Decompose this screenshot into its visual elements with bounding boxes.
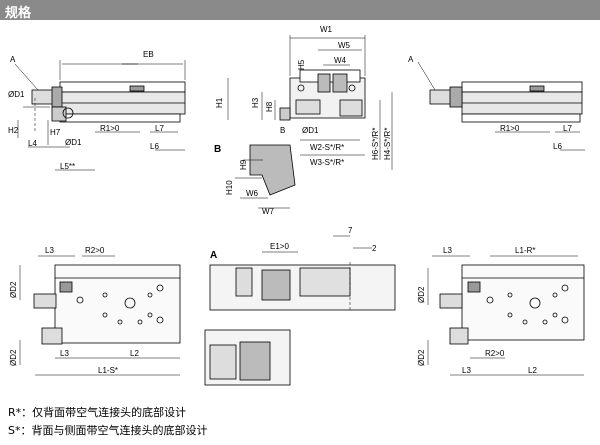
label-a: A	[10, 55, 16, 64]
note-r: R*：仅背面带空气连接头的底部设计	[8, 406, 187, 419]
legend-notes: R*：仅背面带空气连接头的底部设计 S*：背面与侧面带空气连接头的底部设计	[8, 404, 207, 440]
label-w4: W4	[334, 56, 347, 65]
label-od1b: ØD1	[65, 138, 82, 147]
label-l4: L4	[28, 139, 37, 148]
label-w5: W5	[338, 41, 351, 50]
label-h2: H2	[8, 126, 19, 135]
label-h10: H10	[225, 180, 234, 195]
label-r2: R2>0	[85, 246, 105, 255]
label-eb: EB	[143, 50, 154, 59]
label-l1: L1-R*	[515, 246, 535, 255]
label-h8: H8	[265, 101, 274, 112]
label-l1: L1-S*	[98, 366, 118, 375]
side-view-left	[14, 60, 186, 171]
label-h3: H3	[251, 97, 260, 108]
side-view-right	[417, 61, 585, 151]
label-l2: L2	[130, 349, 139, 358]
label-e1: E1>0	[270, 242, 289, 251]
label-l7: L7	[563, 124, 572, 133]
label-w2: W2-S*/R*	[310, 143, 344, 152]
label-l2: L2	[528, 366, 537, 375]
label-2: 2	[372, 244, 377, 253]
label-l3b: L3	[462, 366, 471, 375]
label-w1: W1	[320, 25, 333, 34]
label-r2: R2>0	[485, 349, 505, 358]
label-l3: L3	[45, 246, 54, 255]
label-od1: ØD1	[302, 126, 319, 135]
label-r1: R1>0	[100, 124, 120, 133]
label-od2a: ØD2	[417, 286, 426, 303]
top-view-right	[427, 255, 585, 376]
label-l5: L5**	[60, 162, 75, 171]
label-l3b: L3	[60, 349, 69, 358]
label-l6: L6	[150, 142, 159, 151]
label-a: A	[408, 55, 414, 64]
label-b-detail: B	[214, 144, 221, 155]
label-h6: H6-S*/R*	[371, 128, 380, 160]
top-view-left	[19, 255, 181, 376]
section-title: 规格	[5, 6, 32, 21]
label-7: 7	[348, 226, 353, 235]
label-l7: L7	[155, 124, 164, 133]
label-r1: R1>0	[500, 124, 520, 133]
label-h4: H4-S*/R*	[383, 128, 392, 160]
label-w7: W7	[262, 207, 275, 216]
label-l3: L3	[443, 246, 452, 255]
label-od2b: ØD2	[9, 349, 18, 366]
label-od2b: ØD2	[417, 349, 426, 366]
detail-b	[235, 144, 296, 209]
label-w3: W3-S*/R*	[310, 158, 344, 167]
label-h5: H5	[297, 59, 306, 70]
label-h7: H7	[50, 128, 61, 137]
section-header: 规格	[0, 0, 600, 21]
label-h9: H9	[239, 159, 248, 170]
label-b: B	[280, 126, 285, 135]
note-s: S*：背面与侧面带空气连接头的底部设计	[8, 424, 208, 437]
front-view	[227, 35, 393, 170]
label-l6: L6	[553, 142, 562, 151]
label-od1: ØD1	[8, 90, 25, 99]
label-od2a: ØD2	[9, 281, 18, 298]
detail-a	[204, 235, 396, 386]
label-w6: W6	[246, 189, 259, 198]
label-h1: H1	[215, 97, 224, 108]
label-a-detail: A	[210, 250, 217, 261]
